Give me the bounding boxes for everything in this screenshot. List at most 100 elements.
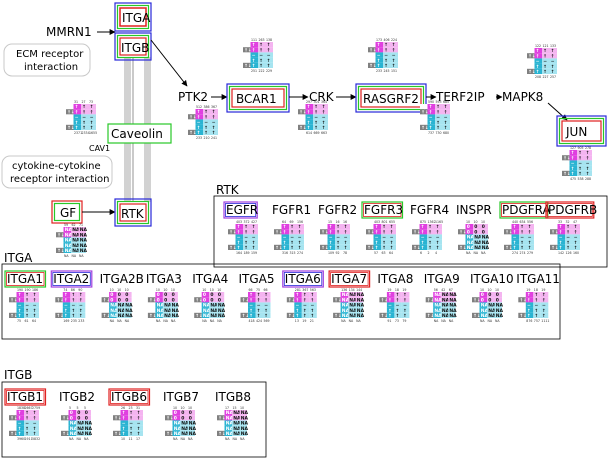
itga-gene-mini-cell [301,297,310,303]
itga-gene-mini-glyph: NA [442,303,450,309]
itgb-gene-mini-cell [83,415,91,421]
bcar1-mini-cell [243,57,251,63]
itga-gene-mini-top-count: 563 [310,288,316,292]
jun-mini-cell [569,150,577,156]
ecm-receptor-box[interactable]: ECM receptor interaction [3,43,91,77]
itga-gene-mini-bottom-count: 73 [395,319,399,323]
mapk8-mini-cell [549,68,557,74]
rtk-gene-mini-glyph: ↑ [566,224,570,230]
rasgrf2-node[interactable]: RASGRF2 [355,83,427,113]
rtk-node[interactable]: RTK [114,198,152,227]
itga-node[interactable]: ITGA [114,2,152,32]
itgb-node[interactable]: ITGB [114,32,152,61]
itga-gene-mini-cell [101,302,110,308]
cytokine-box[interactable]: cytokine-cytokine receptor interaction [1,155,113,189]
itgb-gene-mini-glyph: NA [70,421,78,427]
itga-gene-mini-top-count: 186 [32,288,38,292]
rtk-gene-mini-glyph: 0 [467,229,470,235]
jun-node[interactable]: JUN [556,115,607,147]
rtk-gene-mini-cell [565,229,573,235]
itga-gene-mini-cell [209,312,217,318]
itga-gene-mini-cell [348,312,356,318]
gf-mini-cell [71,232,79,238]
itgb-gene-mini-glyph: ↑↓ [114,415,122,421]
ptk2-mini-glyph: ↑↓ [189,114,197,120]
rtk-gene-mini-cell [342,224,350,230]
itgb-gene-mini-glyph: NA [85,421,93,427]
rtk-gene-mini-glyph: ↑ [237,245,241,251]
terf2ip-mini-cell [442,114,450,120]
caveolin-node[interactable]: Caveolin [107,123,172,144]
itgb-gene-mini-cell [9,410,17,416]
itga-gene-mini-glyph: 0 [164,292,167,298]
itga-gene-mini-cell [433,307,441,313]
mapk8-mini-glyph: ↑ [536,64,540,70]
jun-mini-glyph: ↑ [578,166,582,172]
itga-gene-mini-cell [31,297,39,303]
itga-gene-mini-glyph: NA [449,292,457,298]
itgb-gene-mini-top-count: 5 [84,406,86,410]
itga-gene-mini-glyph: ↑ [535,297,539,303]
rtk-gene-mini-cell [342,229,350,235]
mmrn1-mini-cell [73,119,81,125]
itga-gene-mini-cell [255,312,263,318]
rtk-gene-mini-cell [373,229,381,235]
ptk2-mini-bottom-count: 241 [211,136,217,140]
gf-node[interactable]: GF [51,200,83,224]
itgb-gene-mini-top-count: 10 [240,406,244,410]
itga-gene-mini-glyph: ↑↓ [381,313,389,319]
itga-gene-mini-cell [216,292,225,298]
itga-gene-mini-glyph: ↑ [396,297,400,303]
itga-gene-mini-cell [255,302,263,308]
rtk-gene-mini-glyph: ↑ [574,245,578,251]
itgb-gene-mini-cell [187,410,195,416]
itgb-gene-mini-glyph: NA [85,431,93,437]
rtk-gene-mini-cell [373,244,381,250]
rtk-gene-mini-glyph: ↑ [244,229,248,235]
itga-gene-mini-glyph: − [18,304,22,309]
itga-gene-mini-glyph: ↑ [257,308,261,314]
itga-gene-mini-bottom-count: 235 [71,319,77,323]
itgb-gene-mini-cell [31,425,39,431]
itga-gene-mini-cell [348,297,356,303]
bcar1-node[interactable]: BCAR1 [226,83,290,113]
itga-gene-mini-cell [379,302,387,308]
itgb-gene-mini-glyph: NA [233,426,241,432]
rtk-gene-mini-glyph: NA [482,235,490,241]
rtk-gene-mini-glyph: ↑ [566,245,570,251]
rtk-gene-mini-cell [250,234,258,240]
itgb-gene-mini-glyph: NA [189,431,197,437]
itga-gene-mini-glyph: ↑ [303,292,307,298]
rtk-gene-mini-glyph: ↑ [344,245,348,251]
itgb-gene-mini-glyph: ↑ [129,410,133,416]
itga-gene-mini-glyph: − [264,304,268,309]
